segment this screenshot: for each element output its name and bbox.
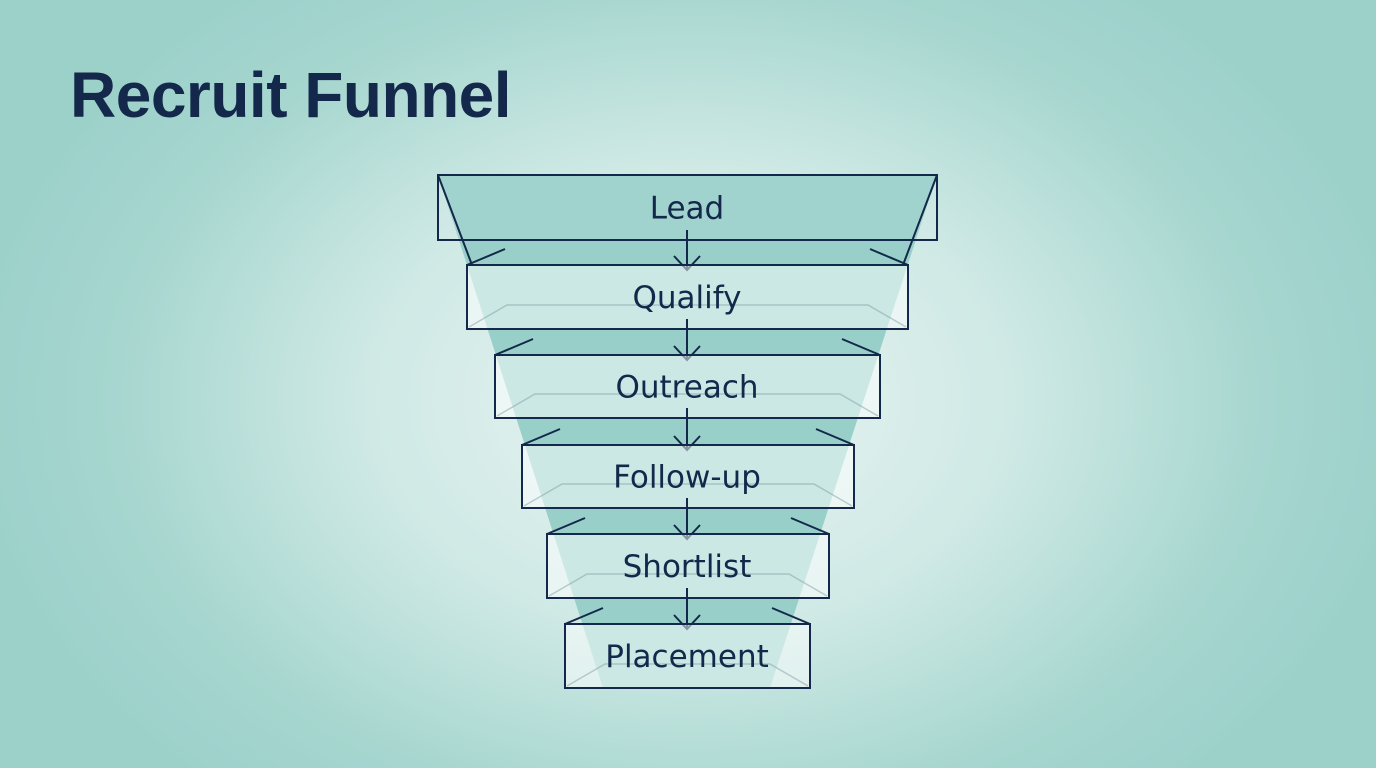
box-top-edge-right (841, 338, 881, 356)
stage-label: Lead (650, 191, 724, 227)
funnel-stage-follow-up: Follow-up (521, 428, 855, 509)
stage-label: Outreach (615, 370, 758, 406)
stage-label: Qualify (633, 280, 742, 316)
funnel-stage-qualify: Qualify (466, 248, 909, 330)
box-inner-perspective (468, 304, 907, 328)
funnel-edge-right (902, 174, 938, 266)
stage-box (466, 264, 909, 330)
stage-box (494, 354, 881, 419)
funnel-stage-placement: Placement (564, 607, 811, 689)
funnel-edge-left (437, 174, 473, 266)
stage-box (437, 174, 938, 241)
box-top-edge-left (564, 607, 604, 625)
box-top-edge-right (815, 428, 855, 446)
page-title: Recruit Funnel (70, 59, 512, 131)
box-inner-perspective (548, 573, 828, 597)
box-top-edge-right (771, 607, 811, 625)
stage-box (546, 533, 830, 599)
stage-label: Shortlist (623, 549, 752, 585)
stage-label: Placement (605, 639, 769, 675)
funnel-stage-shortlist: Shortlist (546, 517, 830, 599)
box-inner-perspective (496, 393, 879, 417)
box-top-edge-left (466, 248, 506, 266)
box-top-edge-right (869, 248, 909, 266)
box-inner-perspective (523, 483, 853, 507)
stage-label: Follow-up (613, 460, 761, 496)
funnel-stage-outreach: Outreach (494, 338, 881, 419)
box-top-edge-right (790, 517, 830, 535)
funnel-stage-lead: Lead (437, 174, 938, 266)
box-top-edge-left (494, 338, 534, 356)
box-inner-perspective (566, 663, 809, 687)
stage-box (564, 623, 811, 689)
box-top-edge-left (546, 517, 586, 535)
box-top-edge-left (521, 428, 561, 446)
